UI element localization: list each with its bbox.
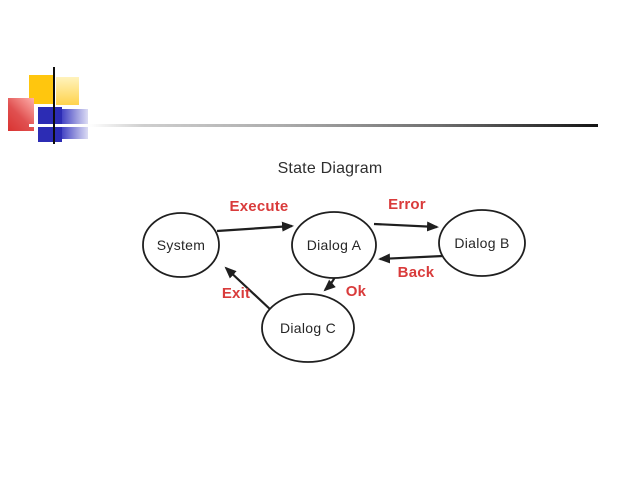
edge-back — [378, 253, 444, 264]
state-node-dialog-c — [261, 293, 355, 363]
node-label-dialog-b: Dialog B — [454, 235, 510, 251]
edge-label-error: Error — [388, 196, 426, 213]
edge-label-ok: Ok — [345, 283, 367, 300]
edge-label-back: Back — [397, 264, 435, 281]
edge-error — [373, 221, 439, 232]
edge-exit — [224, 266, 273, 312]
edge-execute — [216, 221, 294, 233]
state-node-system — [142, 212, 220, 278]
node-label-system: System — [156, 237, 206, 253]
state-node-dialog-a — [291, 211, 377, 279]
state-node-dialog-b — [438, 209, 526, 277]
page-title: State Diagram — [277, 160, 383, 177]
node-label-dialog-a: Dialog A — [306, 237, 362, 253]
edge-label-execute: Execute — [229, 198, 289, 215]
logo-square-pale-yellow — [56, 77, 79, 105]
edge-label-exit: Exit — [221, 285, 251, 302]
logo-vertical-line — [53, 67, 55, 144]
header-horizontal-rule — [29, 124, 598, 127]
node-label-dialog-c: Dialog C — [279, 320, 337, 336]
